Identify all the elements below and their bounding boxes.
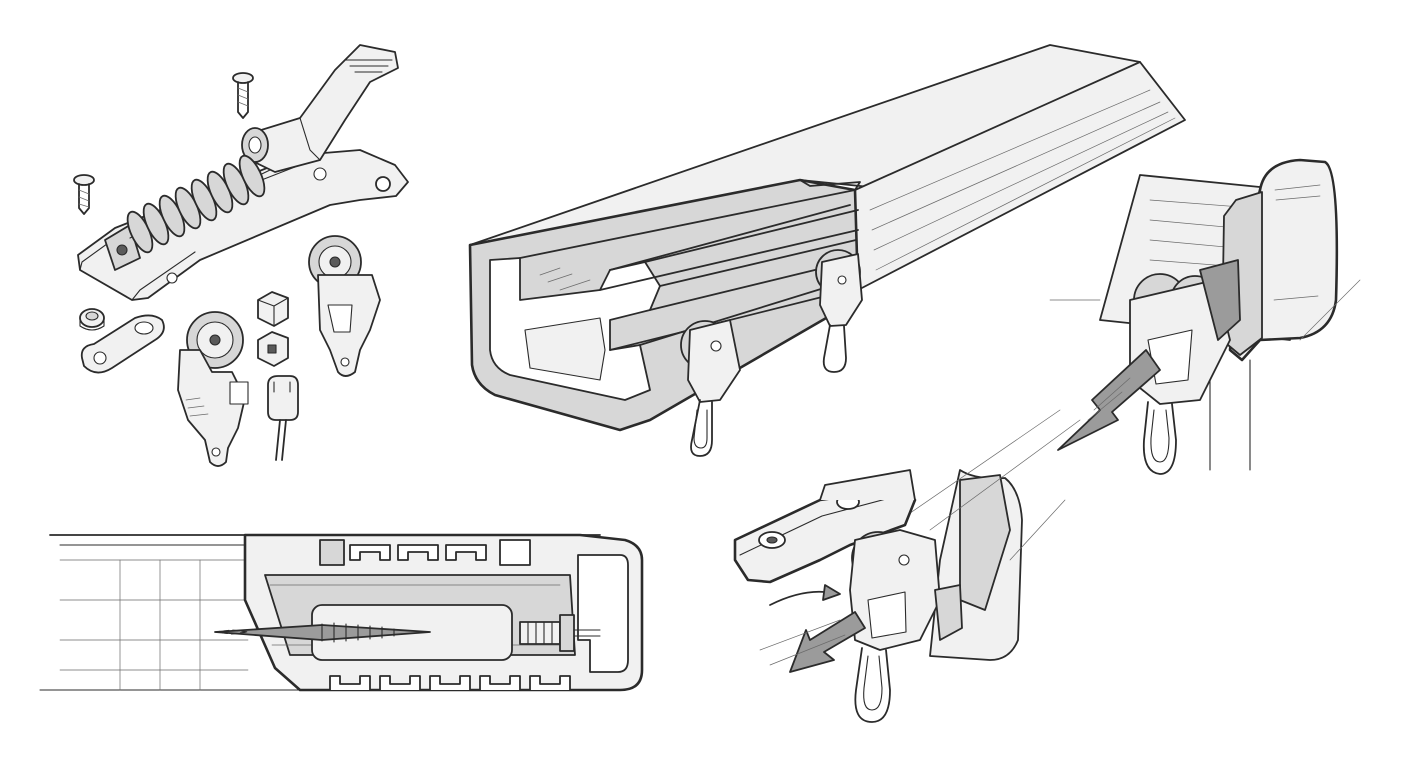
threaded-bolt	[214, 622, 431, 643]
roller-carrier	[849, 529, 963, 651]
roller-carrier	[680, 319, 741, 403]
screw-left	[73, 174, 95, 215]
screw-top	[232, 72, 254, 119]
corner-bracket-detail-view	[733, 409, 1081, 723]
track-cross-section-view	[39, 533, 644, 692]
roller-hanger	[308, 235, 381, 377]
bracket-plate	[733, 469, 917, 584]
end-cap-detail-view	[1049, 158, 1361, 475]
spring-coil	[126, 154, 271, 254]
direction-arrow	[1057, 349, 1161, 451]
square-insert	[257, 291, 289, 367]
tension-lever-clamp	[77, 44, 409, 301]
set-screw	[519, 614, 601, 652]
hanger-loop	[822, 324, 847, 373]
roller-carrier	[815, 249, 863, 327]
hanger-loop	[690, 399, 713, 457]
roller-carrier	[177, 311, 249, 467]
aluminium-track-profile	[468, 44, 1186, 432]
track-perspective-view	[468, 44, 1186, 457]
hanger-loop	[1142, 401, 1177, 475]
cable-connector	[267, 375, 299, 461]
rotation-arrow	[769, 584, 841, 606]
screw-small	[79, 308, 105, 331]
hanger-loop	[854, 647, 891, 723]
mounting-plate	[80, 314, 165, 374]
exploded-hardware-view	[73, 44, 409, 467]
